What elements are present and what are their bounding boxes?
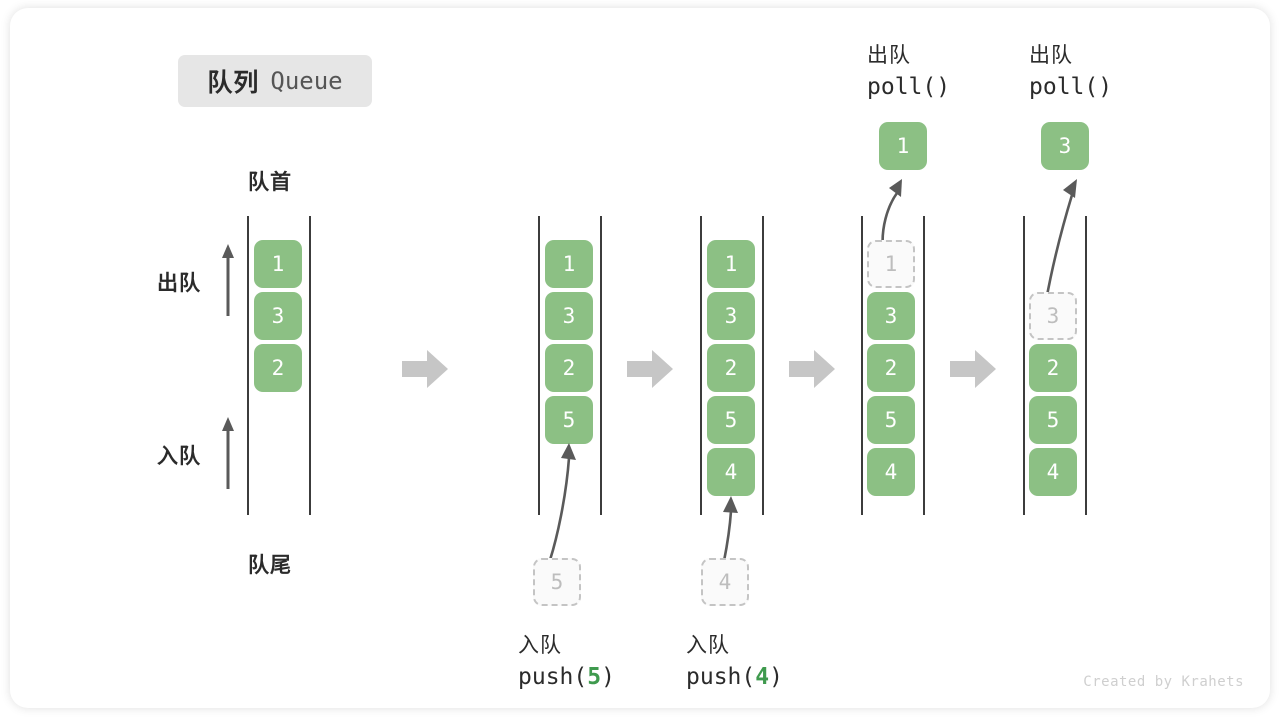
push-caption-code-col2: push(5) (518, 664, 615, 690)
push-value: 4 (755, 664, 770, 690)
enqueue-arrow-icon (220, 417, 236, 489)
title-english: Queue (270, 67, 343, 95)
step-arrow-icon (950, 348, 996, 394)
queue-item: 5 (867, 396, 915, 444)
queue-item: 1 (545, 240, 593, 288)
queue-item: 4 (1029, 448, 1077, 496)
rail-right-col2 (600, 216, 602, 515)
poll-caption-cn-col5: 出队 (1029, 44, 1073, 67)
poll-arrow-col5 (1025, 173, 1095, 303)
incoming-element-ghost: 4 (701, 558, 749, 606)
rail-left-col3 (700, 216, 702, 515)
poll-caption-code-col5: poll() (1029, 74, 1113, 100)
push-prefix: push( (518, 664, 588, 690)
queue-item: 2 (1029, 344, 1077, 392)
rail-left-col1 (247, 216, 249, 515)
push-arrow-col3 (702, 491, 752, 563)
removed-element-ghost: 3 (1029, 292, 1077, 340)
incoming-element-ghost: 5 (533, 558, 581, 606)
rail-left-col5 (1023, 216, 1025, 515)
queue-item-new: 4 (707, 448, 755, 496)
push-arrow-col2 (530, 438, 590, 563)
queue-front-label: 队首 (248, 171, 292, 194)
queue-item: 5 (707, 396, 755, 444)
queue-item: 4 (867, 448, 915, 496)
queue-item: 3 (545, 292, 593, 340)
watermark: Created by Krahets (1083, 674, 1244, 690)
title-badge: 队列 Queue (178, 55, 372, 107)
push-suffix: ) (601, 664, 615, 690)
queue-item-new: 5 (545, 396, 593, 444)
rail-right-col5 (1085, 216, 1087, 515)
dequeue-arrow-icon (220, 244, 236, 316)
diagram-card: 队列 Queue 队首 队尾 出队 入队 1 3 2 1 3 2 5 (10, 8, 1270, 708)
step-arrow-icon (402, 348, 448, 394)
queue-rear-label: 队尾 (248, 554, 292, 577)
poll-caption-cn-col4: 出队 (867, 44, 911, 67)
queue-item: 1 (254, 240, 302, 288)
push-value: 5 (587, 664, 602, 690)
rail-right-col3 (762, 216, 764, 515)
dequeue-label-col1: 出队 (157, 272, 201, 295)
queue-item: 2 (867, 344, 915, 392)
popped-element: 1 (879, 122, 927, 170)
poll-caption-code-col4: poll() (867, 74, 951, 100)
queue-item: 3 (867, 292, 915, 340)
push-suffix: ) (769, 664, 783, 690)
queue-item: 2 (707, 344, 755, 392)
queue-item: 5 (1029, 396, 1077, 444)
queue-item: 2 (254, 344, 302, 392)
step-arrow-icon (627, 348, 673, 394)
queue-item: 2 (545, 344, 593, 392)
queue-item: 3 (707, 292, 755, 340)
push-caption-cn-col3: 入队 (686, 634, 730, 657)
removed-element-ghost: 1 (867, 240, 915, 288)
popped-element: 3 (1041, 122, 1089, 170)
queue-item: 1 (707, 240, 755, 288)
enqueue-label-col1: 入队 (157, 445, 201, 468)
push-caption-cn-col2: 入队 (518, 634, 562, 657)
title-chinese: 队列 (207, 69, 260, 97)
rail-right-col1 (309, 216, 311, 515)
step-arrow-icon (789, 348, 835, 394)
rail-right-col4 (923, 216, 925, 515)
push-caption-code-col3: push(4) (686, 664, 783, 690)
rail-left-col2 (538, 216, 540, 515)
push-prefix: push( (686, 664, 756, 690)
rail-left-col4 (861, 216, 863, 515)
queue-item: 3 (254, 292, 302, 340)
